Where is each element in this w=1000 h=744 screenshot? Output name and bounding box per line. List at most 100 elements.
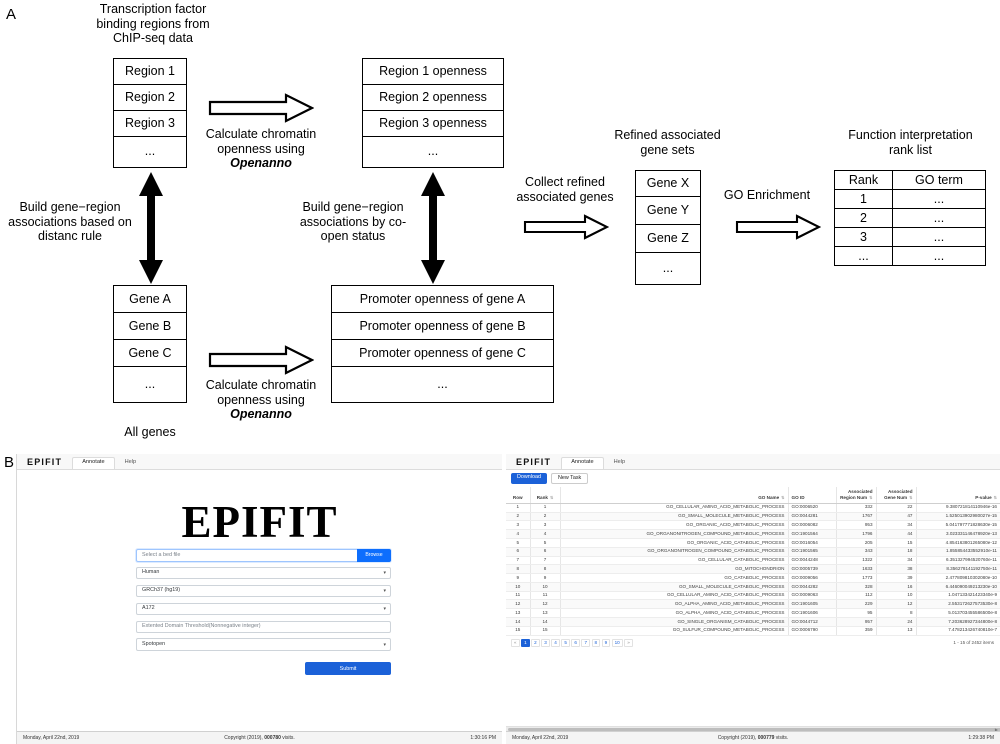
horizontal-scrollbar[interactable]: ◀ ▶	[506, 726, 1000, 732]
submit-button[interactable]: Submit	[305, 662, 391, 675]
new-task-button[interactable]: New Task	[550, 473, 589, 485]
scrollbar-thumb[interactable]	[508, 728, 1000, 731]
cell-go-name: GO_ALPHA_AMINO_ACID_METABOLIC_PROCESS	[560, 599, 789, 610]
cell-p-value: 5.013703455586500e-8	[916, 608, 1000, 619]
page-8[interactable]: 8	[591, 638, 601, 647]
promoter-openness-cell: ...	[437, 377, 448, 392]
tab-help[interactable]: Help	[613, 459, 626, 466]
tab-annotate[interactable]: Annotate	[72, 457, 115, 469]
species-select[interactable]: Human	[136, 566, 391, 580]
cell-rank: 7	[530, 556, 561, 566]
page-7[interactable]: 7	[581, 638, 590, 647]
page-6[interactable]: 6	[571, 638, 580, 647]
navbar-right: EPIFIT Annotate Help	[506, 454, 1000, 470]
cell-go-id: GO:0005739	[788, 564, 837, 575]
tab-help[interactable]: Help	[124, 459, 137, 466]
cell-region-num: 343	[836, 547, 877, 557]
cell-rank: 12	[530, 599, 561, 610]
cell-go-id: GO:1901564	[788, 529, 837, 539]
chevron-down-icon: ▾	[383, 605, 386, 612]
cell-go-name: GO_ALPHA_AMINO_ACID_CATABOLIC_PROCESS	[560, 608, 789, 619]
page-2[interactable]: 2	[531, 638, 540, 647]
rank-cell: 1	[834, 189, 893, 209]
col-rank[interactable]: Rank⇅	[530, 487, 561, 504]
threshold-input[interactable]: Extented Domain Threshold(Nonnegative in…	[136, 620, 391, 634]
cell-row: 4	[506, 529, 531, 539]
cell-region-num: 1322	[836, 556, 877, 566]
cell-gene-num: 39	[876, 573, 917, 583]
cell-gene-num: 38	[876, 564, 917, 575]
cell-go-name: GO_SMALL_MOLECULE_METABOLIC_PROCESS	[560, 512, 789, 522]
genes-cell: Gene A	[114, 286, 186, 313]
page-5[interactable]: 5	[561, 638, 570, 647]
annotate-form: Select a bed file Browse Human ▾ GRCh37 …	[136, 549, 391, 675]
col-go-id[interactable]: GO ID	[788, 487, 837, 504]
label-collect-refined-genes: Collect refined associated genes	[516, 175, 614, 204]
footer-date: Monday, April 22nd, 2019	[512, 735, 569, 741]
cell-gene-num: 34	[876, 556, 917, 566]
page-prev[interactable]: «	[511, 638, 520, 647]
arrow-label-openness-genes: Calculate chromatin openness using Opena…	[196, 378, 326, 422]
refined-genes-stack: Gene X Gene Y Gene Z ...	[635, 170, 701, 285]
page-3[interactable]: 3	[541, 638, 550, 647]
assembly-select[interactable]: GRCh37 (hg19)	[136, 584, 391, 598]
col-go-name[interactable]: GO Name⇅	[560, 487, 789, 504]
page-10[interactable]: 10	[611, 638, 623, 647]
col-p-value[interactable]: P-value⇅	[916, 487, 1000, 504]
regions-cell: Region 3	[114, 111, 186, 137]
cell-go-name: GO_CELLULAR_CATABOLIC_PROCESS	[560, 556, 789, 566]
cell-rank: 13	[530, 608, 561, 619]
regions-cell: Region 1	[114, 59, 186, 85]
sort-icon: ⇅	[909, 495, 913, 501]
col-row[interactable]: Row	[506, 487, 531, 504]
copyright-prefix: Copyright (2019),	[717, 735, 757, 741]
download-button[interactable]: Download	[511, 473, 547, 485]
col-region-num[interactable]: Associated Region Num⇅	[836, 487, 877, 504]
cell-go-name: GO_ORGANIC_ACID_CATABOLIC_PROCESS	[560, 538, 789, 548]
label-go-enrichment: GO Enrichment	[723, 188, 811, 202]
page-1[interactable]: 1	[521, 638, 530, 647]
panel-b-screenshots: B EPIFIT Annotate Help EPIFIT Select a b…	[0, 448, 1000, 744]
rank-cell: ...	[834, 246, 893, 266]
col-gene-num[interactable]: Associated Gene Num⇅	[876, 487, 917, 504]
cell-p-value: 8.356278141192750e-11	[916, 564, 1000, 575]
bed-file-input[interactable]: Select a bed file	[136, 549, 391, 562]
table-row: 3 ...	[834, 227, 986, 247]
cell-p-value: 6.446090049213230e-10	[916, 582, 1000, 592]
scroll-right-icon[interactable]: ▶	[994, 727, 998, 732]
cell-gene-num: 34	[876, 520, 917, 531]
cellline-select[interactable]: A172	[136, 602, 391, 616]
footer-right: Monday, April 22nd, 2019 Copyright (2019…	[506, 731, 1000, 744]
go-term-cell: ...	[892, 227, 986, 247]
page-4[interactable]: 4	[551, 638, 560, 647]
cell-gene-num: 16	[876, 582, 917, 592]
method-select[interactable]: Spotopen	[136, 638, 391, 651]
cell-go-name: GO_SMALL_MOLECULE_CATABOLIC_PROCESS	[560, 582, 789, 592]
cell-rank: 4	[530, 529, 561, 539]
double-arrow-right	[421, 172, 445, 284]
page-next[interactable]: »	[624, 638, 633, 647]
region-openness-cell: ...	[427, 144, 439, 159]
browse-button[interactable]: Browse	[357, 549, 391, 562]
page-9[interactable]: 9	[601, 638, 611, 647]
table-row: 1 ...	[834, 189, 986, 209]
arrow-label-emphasis: Openanno	[230, 407, 292, 421]
tab-annotate[interactable]: Annotate	[561, 457, 604, 469]
cell-go-id: GO:0044282	[788, 582, 837, 592]
